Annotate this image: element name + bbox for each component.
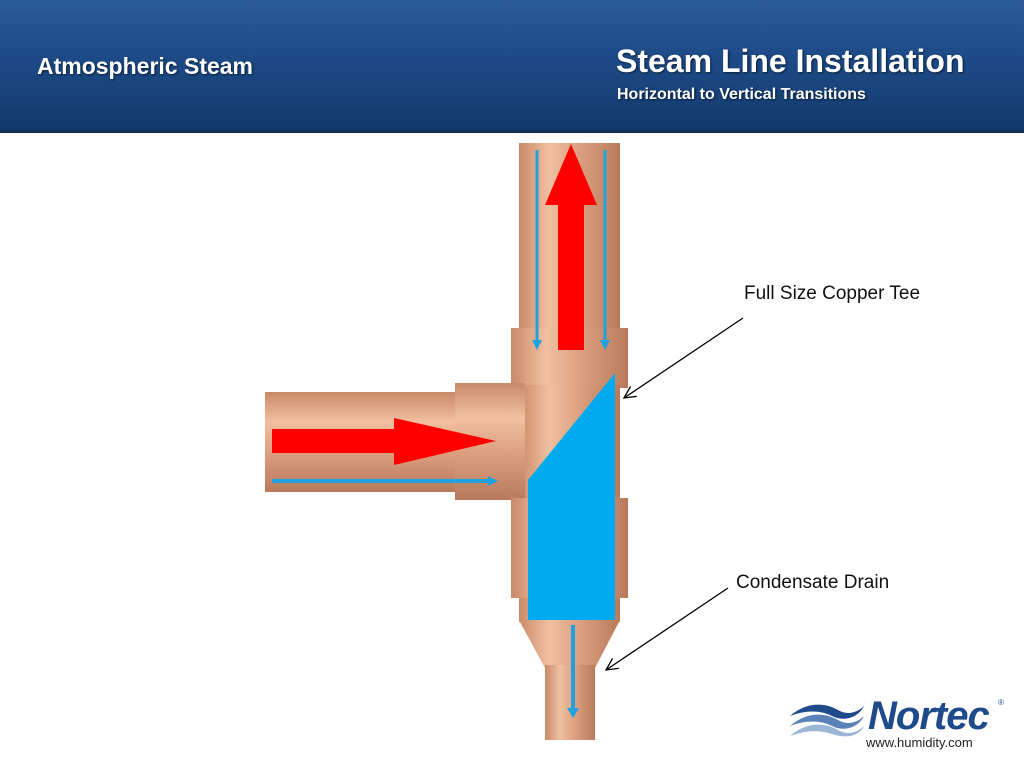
page-subtitle: Horizontal to Vertical Transitions (617, 86, 866, 103)
steam-arrow-horizontal (272, 418, 496, 465)
condensate-arrowhead-right (600, 340, 610, 350)
registered-mark: ® (998, 698, 1004, 707)
condensate-pool (528, 373, 615, 620)
tee-label: Full Size Copper Tee (744, 283, 921, 304)
drain-pipe (545, 665, 595, 740)
website-link[interactable]: www.humidity.com (866, 735, 973, 750)
wave-icon (790, 704, 864, 737)
condensate-arrowhead-horizontal (488, 476, 498, 486)
condensate-arrowhead-left (532, 340, 542, 350)
drain-callout-line (606, 587, 729, 670)
tee-callout-line (624, 317, 744, 398)
page-title: Steam Line Installation (616, 43, 965, 79)
steam-arrow-vertical (545, 144, 597, 350)
section-title: Atmospheric Steam (37, 53, 254, 79)
drain-label: Condensate Drain (736, 572, 890, 593)
reducer (519, 620, 620, 668)
nortec-logo: Nortec ® www.humidity.com (788, 694, 1008, 754)
condensate-arrowhead-drain (567, 708, 579, 718)
header-bar: Atmospheric Steam Steam Line Installatio… (0, 0, 1024, 133)
brand-name: Nortec (868, 694, 990, 738)
